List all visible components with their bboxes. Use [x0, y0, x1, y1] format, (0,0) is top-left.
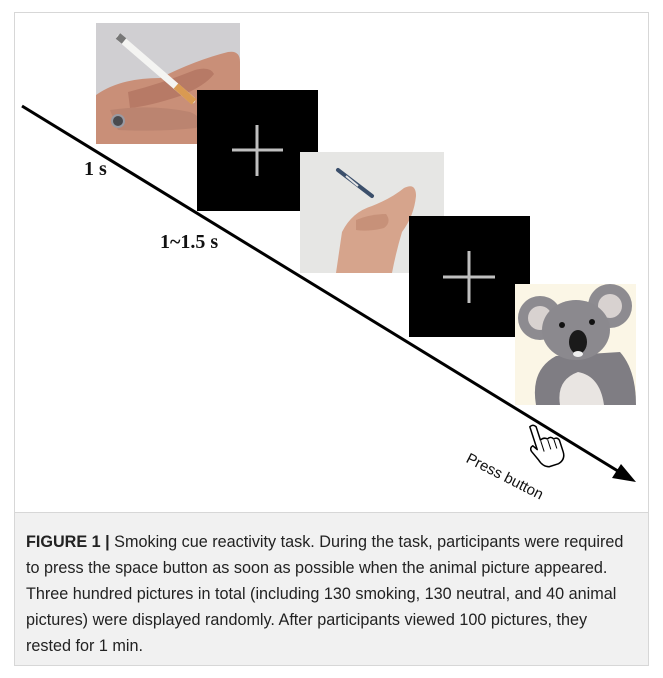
fixation-duration-label: 1~1.5 s [160, 231, 218, 254]
figure-caption: FIGURE 1 | Smoking cue reactivity task. … [26, 529, 636, 659]
fixation-cross-panel-1 [197, 90, 318, 211]
animal-target-photo [515, 284, 636, 405]
caption-label: FIGURE 1 | [26, 533, 110, 551]
fixation-cross-panel-2 [409, 216, 530, 337]
timeline-arrowhead [612, 464, 636, 482]
caption-text: Smoking cue reactivity task. During the … [26, 533, 623, 655]
stimulus-duration-label: 1 s [84, 158, 107, 181]
task-diagram [0, 0, 663, 512]
